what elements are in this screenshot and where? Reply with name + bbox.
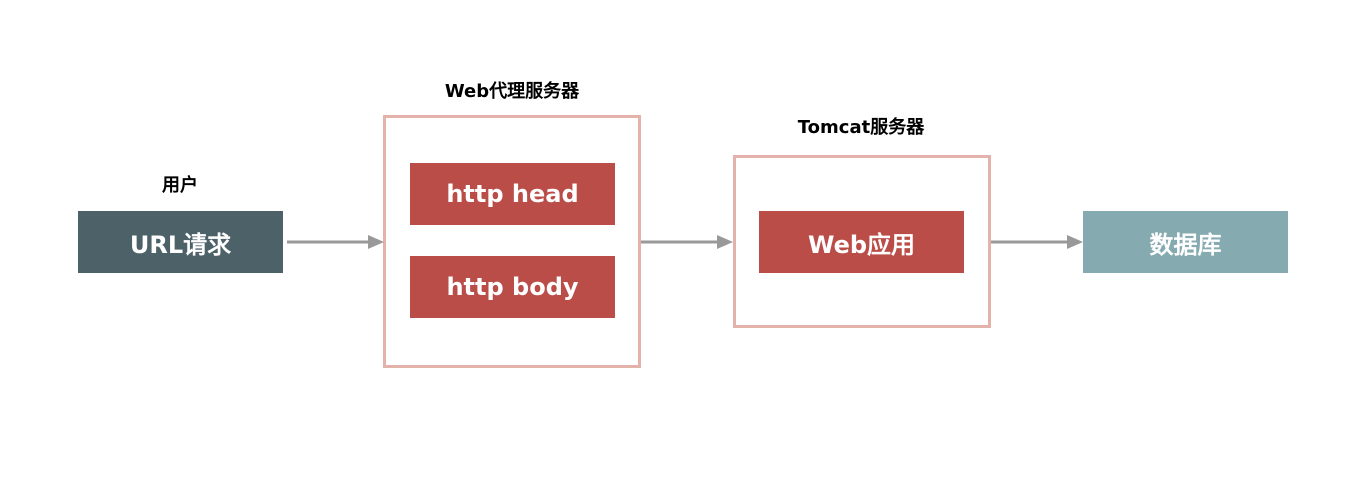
url-request-node: URL请求	[78, 211, 283, 273]
arrow-user-to-proxy	[287, 235, 384, 249]
database-node: 数据库	[1083, 211, 1288, 273]
tomcat-server-label: Tomcat服务器	[797, 117, 925, 138]
http-body-node: http body	[410, 256, 615, 318]
http-head-node: http head	[410, 163, 615, 225]
arrow-tomcat-to-database	[991, 235, 1083, 249]
user-label: 用户	[162, 175, 198, 196]
proxy-server-container	[383, 115, 641, 368]
web-app-node: Web应用	[759, 211, 964, 273]
arrow-proxy-to-tomcat	[641, 235, 733, 249]
proxy-server-label: Web代理服务器	[444, 81, 580, 102]
tomcat-server-container	[733, 155, 991, 328]
